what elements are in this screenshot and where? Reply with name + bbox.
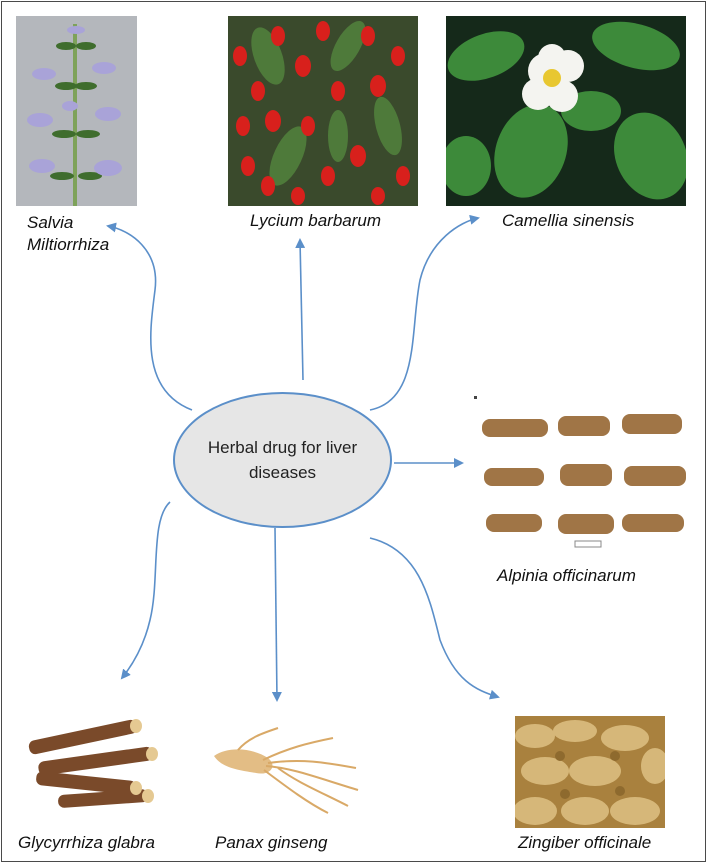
arrow-to-camellia (370, 218, 478, 410)
salvia-label: Salvia Miltiorrhiza (27, 212, 109, 256)
ginger-root-photo (515, 716, 665, 828)
goji-berry-photo (228, 16, 418, 206)
salvia-label-line2: Miltiorrhiza (27, 234, 109, 256)
arrow-to-lycium (300, 240, 303, 380)
panax-label: Panax ginseng (215, 832, 327, 854)
arrow-to-glycyrrhiza (122, 502, 170, 678)
galangal-root-photo (472, 394, 694, 556)
arrow-to-salvia (108, 226, 192, 410)
licorice-root-photo (18, 712, 164, 816)
alpinia-label: Alpinia officinarum (497, 565, 636, 587)
camellia-label: Camellia sinensis (502, 210, 634, 232)
salvia-flower-photo (16, 16, 137, 206)
central-ellipse: Herbal drug for liver diseases (173, 392, 392, 528)
central-label: Herbal drug for liver diseases (208, 435, 358, 485)
tea-flower-photo (446, 16, 686, 206)
ginseng-root-photo (208, 718, 366, 816)
glycyrrhiza-label: Glycyrrhiza glabra (18, 832, 155, 854)
salvia-label-line1: Salvia (27, 212, 109, 234)
lycium-label: Lycium barbarum (250, 210, 381, 232)
arrow-to-zingiber (370, 538, 498, 697)
zingiber-label: Zingiber officinale (518, 832, 651, 854)
arrow-to-panax (275, 528, 277, 700)
